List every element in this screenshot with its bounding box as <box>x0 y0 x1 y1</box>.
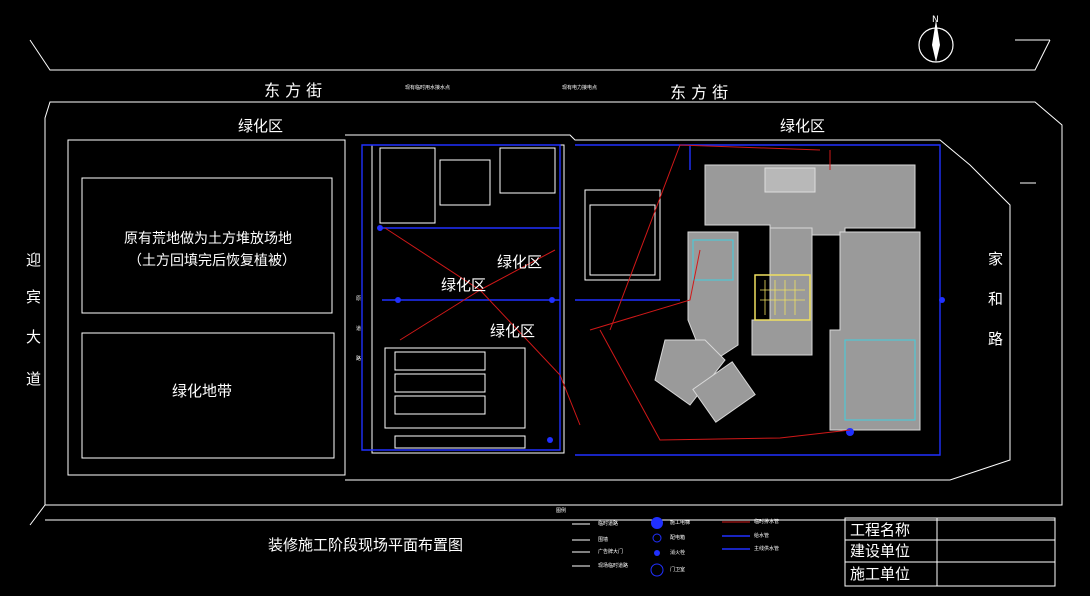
greening-zone-label: 绿化区 <box>780 117 825 135</box>
legend: 图例 临时道路 围墙 广告牌大门 现场临时道路 施工电梯 配电箱 消火栓 门卫室… <box>556 507 779 577</box>
legend-heading: 图例 <box>556 507 566 514</box>
north-street-outline <box>29 39 1063 506</box>
svg-text:主线供水管: 主线供水管 <box>754 545 779 552</box>
stockpile-area <box>81 177 333 314</box>
svg-text:广告牌大门: 广告牌大门 <box>598 548 623 555</box>
svg-text:宾: 宾 <box>26 288 41 306</box>
svg-text:配电箱: 配电箱 <box>670 534 685 541</box>
svg-text:现场临时道路: 现场临时道路 <box>598 562 628 569</box>
stockpile-label-line2: （土方回填完后恢复植被） <box>128 252 296 269</box>
svg-text:大: 大 <box>26 328 41 346</box>
fire-hydrants <box>377 225 945 443</box>
svg-text:路: 路 <box>356 355 361 362</box>
green-belt-label: 绿化地带 <box>172 382 232 400</box>
greening-zone-label: 绿化区 <box>441 276 486 294</box>
green-belt-area <box>81 332 335 459</box>
road-vertical-label: 原 道 路 <box>356 296 361 362</box>
compass-rose <box>918 20 954 63</box>
svg-text:家: 家 <box>988 250 1003 268</box>
svg-text:给水管: 给水管 <box>754 532 769 539</box>
stockpile-label-line1: 原有荒地做为土方堆放场地 <box>124 231 292 247</box>
scaffold-grid <box>760 280 805 315</box>
water-connection-note: 现有临时用水接水点 <box>405 84 450 91</box>
project-name-label: 工程名称 <box>850 521 910 539</box>
east-street-label: 家 和 路 <box>988 250 1003 348</box>
greening-zone-label: 绿化区 <box>490 322 535 340</box>
svg-text:消火栓: 消火栓 <box>670 549 685 556</box>
title-block <box>844 517 1056 587</box>
svg-text:施工电梯: 施工电梯 <box>670 519 690 526</box>
inner-lot-boundary <box>67 139 346 476</box>
construction-unit-label: 建设单位 <box>850 542 910 560</box>
svg-text:围墙: 围墙 <box>598 536 608 543</box>
compass-north-label: N <box>932 15 939 25</box>
contractor-label: 施工单位 <box>850 565 910 583</box>
drainage-lines <box>384 144 851 441</box>
svg-text:路: 路 <box>988 330 1003 348</box>
svg-text:道: 道 <box>26 370 41 388</box>
greening-zone-label: 绿化区 <box>497 253 542 271</box>
svg-text:迎: 迎 <box>26 251 41 269</box>
power-connection-note: 现有电力接电点 <box>562 84 597 91</box>
svg-text:门卫室: 门卫室 <box>670 566 685 573</box>
svg-text:和: 和 <box>988 290 1003 308</box>
north-street-label-left: 东 方 街 <box>264 81 322 100</box>
west-street-label: 迎 宾 大 道 <box>26 251 41 388</box>
dormitory-blocks <box>379 147 556 449</box>
building-cyan-outline <box>692 239 916 421</box>
svg-text:原: 原 <box>356 296 361 302</box>
building-b-block <box>584 189 661 281</box>
main-building <box>654 164 921 431</box>
greening-zone-label: 绿化区 <box>238 117 283 135</box>
south-road-line <box>29 504 1055 526</box>
north-street-label-right: 东 方 街 <box>670 83 728 102</box>
svg-text:临时道路: 临时道路 <box>598 520 618 527</box>
site-boundary <box>345 134 1011 481</box>
drawing-title: 装修施工阶段现场平面布置图 <box>268 536 463 554</box>
atrium-scaffold <box>754 274 811 321</box>
svg-text:道: 道 <box>356 325 361 332</box>
svg-text:临时排水管: 临时排水管 <box>754 518 779 525</box>
